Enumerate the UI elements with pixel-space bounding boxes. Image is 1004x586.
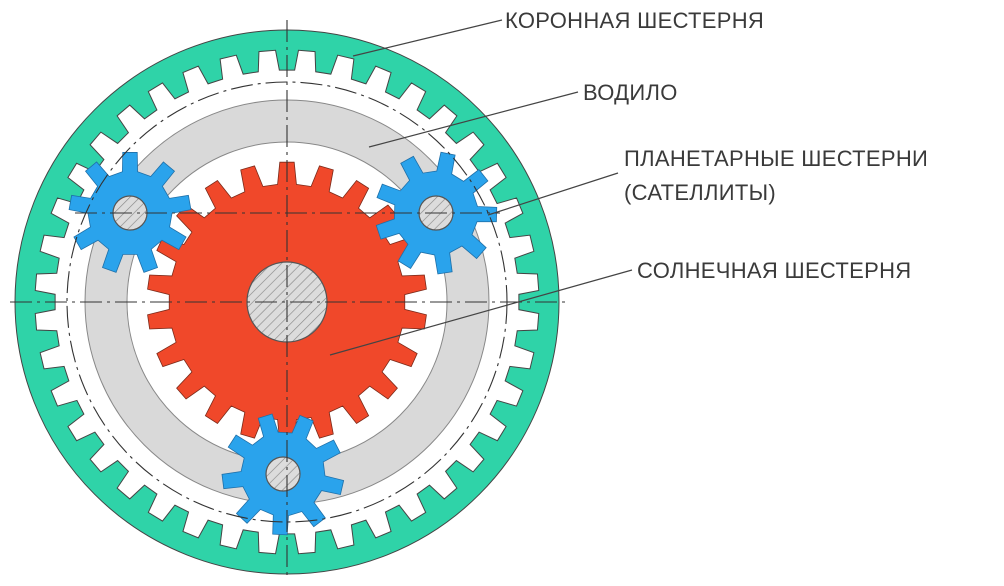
label-sun-gear: СОЛНЕЧНАЯ ШЕСТЕРНЯ (637, 258, 912, 283)
label-planet-gears: ПЛАНЕТАРНЫЕ ШЕСТЕРНИ (624, 146, 929, 171)
center-lines (10, 20, 565, 580)
leader-line-ring-gear (352, 19, 503, 57)
label-ring-gear: КОРОННАЯ ШЕСТЕРНЯ (505, 8, 765, 33)
planet-gear-hub (265, 456, 301, 492)
leader-line-carrier (368, 91, 579, 148)
planet-gear (221, 413, 345, 536)
label-planet-gears-alt: (САТЕЛЛИТЫ) (624, 180, 777, 205)
leader-line-sun-gear (329, 269, 633, 356)
leader-lines (329, 19, 633, 356)
leader-line-planet-gears (487, 172, 619, 216)
label-carrier: ВОДИЛО (583, 80, 678, 105)
